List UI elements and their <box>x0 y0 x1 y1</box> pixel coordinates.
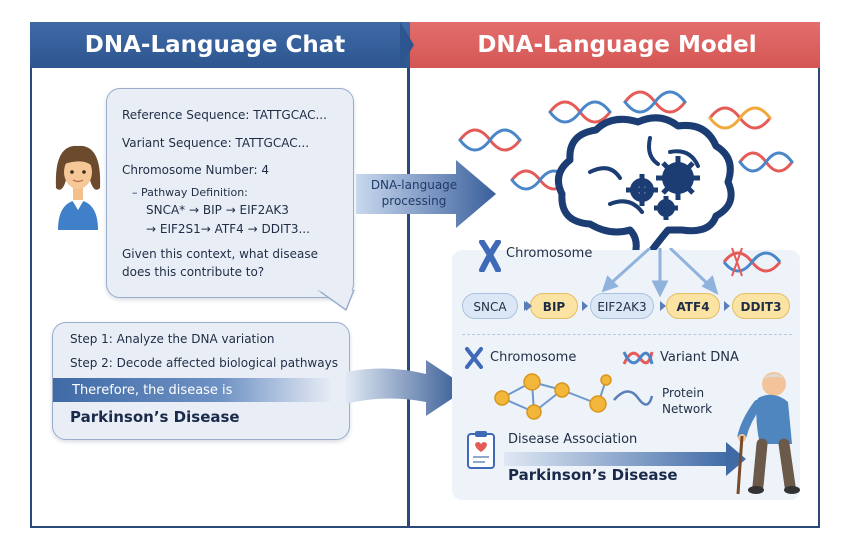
chat-disease-result: Parkinson’s Disease <box>70 408 240 426</box>
chromosome-number: Chromosome Number: 4 <box>122 163 269 177</box>
variant-helix-icon <box>722 247 782 277</box>
pathway-node-atf4: ATF4 <box>666 293 720 319</box>
pathway-label: – Pathway Definition: <box>132 186 248 199</box>
step-1: Step 1: Analyze the DNA variation <box>70 332 275 346</box>
variant-sequence: Variant Sequence: TATTGCAC... <box>122 136 310 150</box>
therefore-banner <box>53 378 333 402</box>
pathway-node-ddit3: DDIT3 <box>732 293 790 319</box>
section-divider <box>462 334 792 335</box>
processing-label-1: DNA-language <box>370 178 458 192</box>
attention-arrows <box>601 248 719 298</box>
elderly-patient-illustration <box>736 372 800 495</box>
bubble-tail <box>318 290 355 312</box>
chromosome-label: Chromosome <box>506 246 593 261</box>
therefore-text: Therefore, the disease is <box>72 383 233 398</box>
reference-sequence: Reference Sequence: TATTGCAC... <box>122 108 327 122</box>
disease-arrow-shaft <box>504 452 732 466</box>
left-header-bar <box>30 22 410 68</box>
right-header-bar <box>410 22 820 68</box>
disease-arrow-head <box>726 442 746 476</box>
protein-network-graph <box>494 373 654 420</box>
chromosome-icon <box>479 240 501 272</box>
user-avatar <box>55 145 101 230</box>
question-bubble <box>106 88 354 298</box>
pathway-node-bip: BIP <box>530 293 578 319</box>
variant-dna-label: Variant DNA <box>660 350 739 365</box>
prompt-line-1: Given this context, what disease <box>122 247 318 261</box>
header-divider-arrow <box>400 22 414 68</box>
step-2: Step 2: Decode affected biological pathw… <box>70 356 338 370</box>
brain-icon <box>554 114 735 262</box>
chromosome-label-2: Chromosome <box>490 350 577 365</box>
prompt-line-2: does this contribute to? <box>122 265 265 279</box>
protein-label-1: Protein <box>662 386 705 400</box>
model-disease-result: Parkinson’s Disease <box>508 466 678 484</box>
left-panel-title: DNA-Language Chat <box>84 32 346 58</box>
right-panel-title: DNA-Language Model <box>477 32 757 58</box>
pathway-line-1: SNCA* → BIP → EIF2AK3 <box>146 203 289 217</box>
pathway-node-snca: SNCA <box>462 293 518 319</box>
model-panel <box>408 68 820 528</box>
pathway-line-2: → EIF2S1→ ATF4 → DDIT3... <box>146 222 310 236</box>
processing-label-2: processing <box>381 194 447 208</box>
processing-arrow <box>356 160 496 228</box>
clipboard-icon <box>467 431 495 469</box>
disease-association-label: Disease Association <box>508 432 638 447</box>
pathway-arrows <box>520 301 730 311</box>
result-arrow <box>346 360 468 416</box>
variant-dna-icon <box>622 351 654 365</box>
chromosome-small-icon <box>465 347 483 369</box>
pathway-node-eif2ak3: EIF2AK3 <box>590 293 654 319</box>
protein-label-2: Network <box>662 402 713 416</box>
